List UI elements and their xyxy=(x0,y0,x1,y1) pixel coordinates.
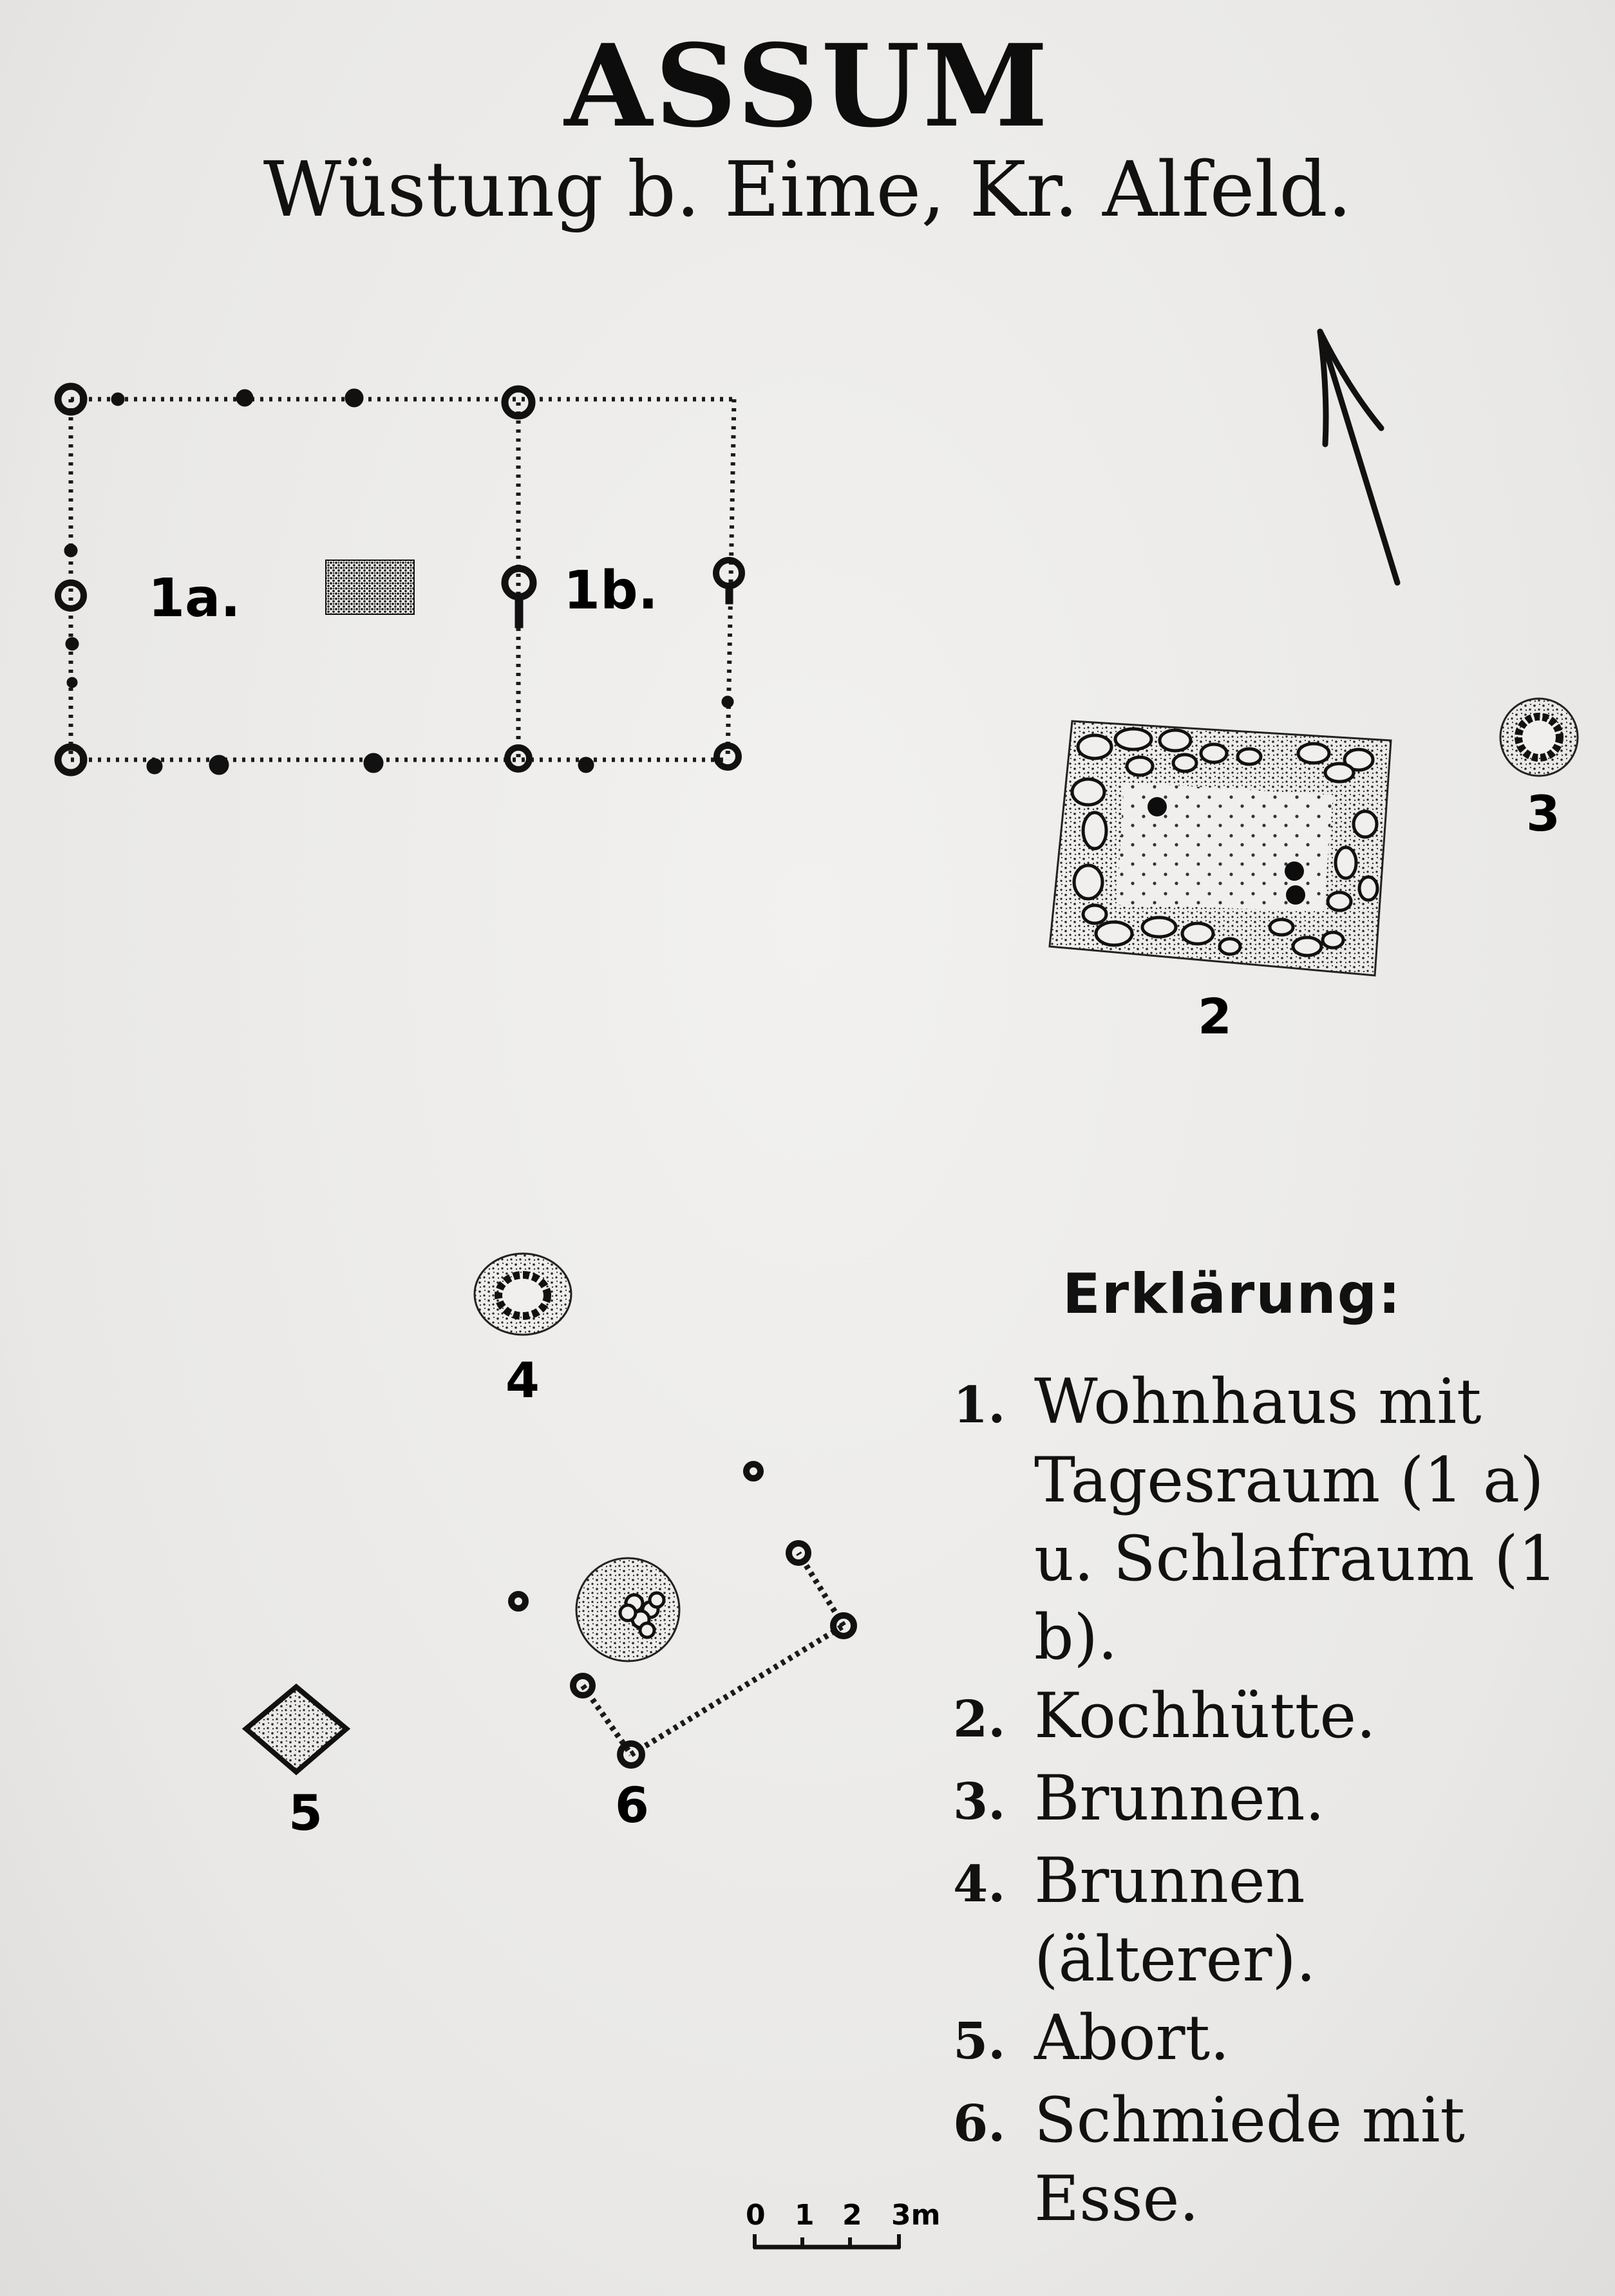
feature-5-latrine: 5 xyxy=(241,1683,351,1841)
legend-item-text: Brunnen (älterer). xyxy=(1034,1845,1316,1995)
page-subtitle: Wüstung b. Eime, Kr. Alfeld. xyxy=(263,145,1352,234)
legend-item-6: 6. Schmiede mit Esse. xyxy=(953,2081,1597,2238)
legend-item-text: Brunnen. xyxy=(1034,1762,1325,1834)
house-1-postholes xyxy=(54,382,745,776)
legend-item-number: 3. xyxy=(953,1773,1006,1831)
legend-item-text: Schmiede mit Esse. xyxy=(1034,2084,1465,2235)
label-feature-3: 3 xyxy=(1526,785,1560,842)
scale-tick-1: 1 xyxy=(795,2199,815,2232)
label-feature-2: 2 xyxy=(1198,988,1232,1045)
legend-item-number: 4. xyxy=(953,1855,1006,1914)
label-room-1a: 1a. xyxy=(148,568,241,629)
label-feature-5: 5 xyxy=(288,1784,323,1841)
legend-item-number: 5. xyxy=(953,2012,1006,2071)
legend-item-number: 6. xyxy=(953,2094,1006,2153)
legend-heading: Erklärung: xyxy=(1062,1262,1402,1326)
legend-item-text: Wohnhaus mit Tagesraum (1 a) u. Schlafra… xyxy=(1034,1366,1558,1673)
label-feature-6: 6 xyxy=(615,1776,649,1834)
legend: Erklärung: 1. Wohnhaus mit Tagesraum (1 … xyxy=(953,1262,1597,2238)
feature-3-well: 3 xyxy=(1499,697,1579,842)
north-arrow-icon xyxy=(1317,328,1401,586)
scale-tick-0: 0 xyxy=(746,2199,766,2232)
label-feature-4: 4 xyxy=(505,1351,540,1409)
scale-bar: 0 1 2 3m xyxy=(746,2199,940,2250)
legend-item-number: 2. xyxy=(953,1690,1006,1749)
feature-2-cooking-hut: 2 xyxy=(1048,720,1392,1045)
page-title: ASSUM xyxy=(564,19,1051,153)
hearth-block xyxy=(325,560,415,615)
legend-item-5: 5. Abort. xyxy=(953,1999,1597,2081)
scale-tick-2: 2 xyxy=(842,2199,862,2232)
legend-item-1: 1. Wohnhaus mit Tagesraum (1 a) u. Schla… xyxy=(953,1362,1597,1677)
legend-item-2: 2. Kochhütte. xyxy=(953,1677,1597,1759)
legend-item-text: Abort. xyxy=(1034,2002,1230,2074)
legend-item-4: 4. Brunnen (älterer). xyxy=(953,1841,1597,1999)
label-room-1b: 1b. xyxy=(563,560,658,621)
feature-4-older-well: 4 xyxy=(473,1252,572,1409)
legend-item-3: 3. Brunnen. xyxy=(953,1759,1597,1841)
house-1: 1a. 1b. xyxy=(54,382,745,776)
legend-item-text: Kochhütte. xyxy=(1034,1680,1376,1752)
scale-tick-3m: 3m xyxy=(891,2199,940,2232)
feature-6-smithy: 6 xyxy=(508,1461,857,1834)
legend-item-number: 1. xyxy=(953,1376,1006,1435)
